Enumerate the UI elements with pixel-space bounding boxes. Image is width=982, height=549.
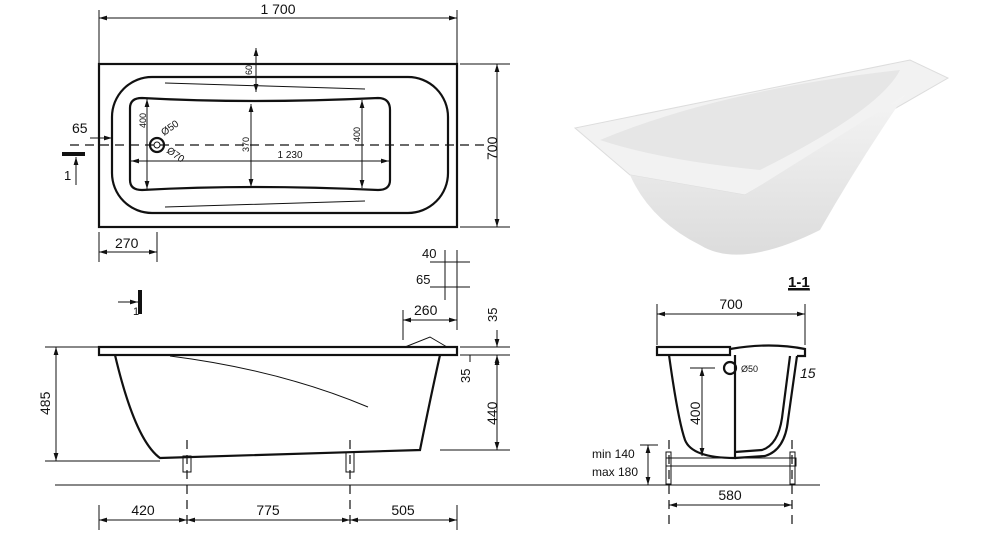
- dim-leg-span: 775: [256, 502, 280, 518]
- dim-rim-gap: 60: [244, 65, 254, 75]
- dim-max-height: max 180: [592, 465, 638, 479]
- dim-section-drain: Ø50: [741, 364, 758, 374]
- dim-min-height: min 140: [592, 447, 635, 461]
- dim-wall: 15: [800, 365, 816, 381]
- dim-height: 485: [37, 391, 53, 415]
- dim-section-width: 700: [719, 296, 743, 312]
- dim-440: 440: [484, 401, 500, 425]
- dim-drain-70: Ø70: [164, 145, 186, 165]
- section-mark-side: 1: [133, 306, 139, 318]
- dim-section-legs: 580: [718, 487, 742, 503]
- dim-leg2: 505: [391, 502, 415, 518]
- dim-40: 40: [422, 246, 436, 261]
- dim-right-width: 400: [352, 127, 362, 142]
- dim-mid-width: 370: [241, 137, 251, 152]
- dim-width: 700: [484, 136, 500, 160]
- dim-leg1: 420: [131, 502, 155, 518]
- dim-length: 1 700: [260, 1, 295, 17]
- dim-35-top: 35: [485, 308, 500, 322]
- dim-basin-length: 1 230: [277, 150, 302, 161]
- section-title: 1-1: [788, 274, 810, 291]
- section-view: 1-1 700 Ø50 15 400 min 140 max 180 580: [592, 274, 816, 530]
- section-mark-top: 1: [64, 168, 71, 183]
- dim-260: 260: [414, 302, 438, 318]
- top-view: 1 700 60 65 1 400 Ø50 Ø70 370 1 230 400 …: [62, 1, 510, 262]
- side-view: 1 485 40 65 260 35 35 440 420 775 505: [37, 246, 820, 530]
- dim-drain-offset: 65: [72, 120, 88, 136]
- dim-depth: 400: [687, 401, 703, 425]
- dim-35: 35: [458, 369, 473, 383]
- bathtub-render: [573, 59, 950, 255]
- dim-drain-pos: 270: [115, 235, 139, 251]
- dim-65: 65: [416, 272, 430, 287]
- dim-left-width: 400: [138, 113, 148, 128]
- dim-drain-50: Ø50: [159, 118, 181, 138]
